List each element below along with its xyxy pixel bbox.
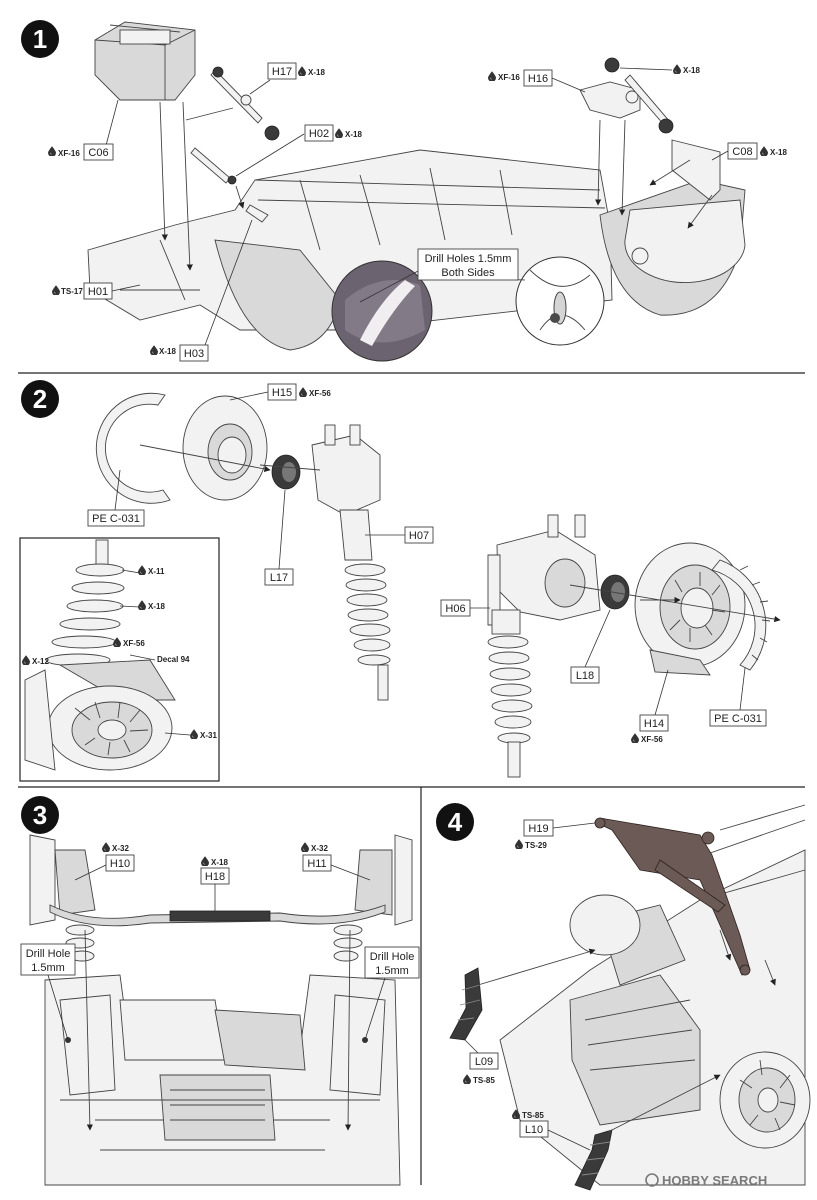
label-H11: X-32 H11 xyxy=(301,842,371,881)
watermark: HOBBY SEARCH xyxy=(645,1173,767,1188)
inset-detail xyxy=(19,537,220,782)
step-3: 3 xyxy=(20,796,420,1186)
svg-text:XF-56: XF-56 xyxy=(641,735,663,744)
svg-text:XF-56: XF-56 xyxy=(123,639,145,648)
label-L18: L18 xyxy=(570,609,611,684)
svg-text:H10: H10 xyxy=(110,858,130,870)
step-2-badge xyxy=(21,380,59,418)
label-H15: H15 XF-56 xyxy=(229,383,331,401)
svg-text:HOBBY SEARCH: HOBBY SEARCH xyxy=(662,1173,767,1188)
step-3-number: 3 xyxy=(33,800,47,830)
label-L10: TS-85 L10 xyxy=(512,1109,591,1151)
watermark-logo-icon xyxy=(645,1173,659,1187)
svg-text:H15: H15 xyxy=(272,387,292,399)
svg-text:X-31: X-31 xyxy=(200,731,217,740)
svg-text:Drill Hole: Drill Hole xyxy=(370,951,415,963)
svg-text:TS-85: TS-85 xyxy=(522,1111,544,1120)
svg-text:H06: H06 xyxy=(445,603,465,615)
svg-text:H16: H16 xyxy=(528,73,548,85)
label-C06: XF-16 C06 xyxy=(48,99,119,161)
step-2-number: 2 xyxy=(33,384,47,414)
svg-text:H14: H14 xyxy=(644,718,664,730)
svg-text:L10: L10 xyxy=(525,1124,543,1136)
chassis-drawing xyxy=(87,21,746,362)
svg-text:1.5mm: 1.5mm xyxy=(31,962,65,974)
svg-text:PE C-031: PE C-031 xyxy=(714,713,762,725)
svg-text:TS-85: TS-85 xyxy=(473,1076,495,1085)
front-suspension-drawing xyxy=(29,834,413,1186)
label-PE-C031-left: PE C-031 xyxy=(87,469,145,527)
svg-text:H11: H11 xyxy=(307,858,326,870)
label-H01: TS-17 H01 xyxy=(52,282,141,300)
svg-text:L09: L09 xyxy=(475,1056,493,1068)
label-H03: X-18 H03 xyxy=(150,219,253,362)
label-H10: X-32 H10 xyxy=(74,842,135,881)
label-drill-hole-left: Drill Hole 1.5mm xyxy=(20,943,76,1043)
svg-text:X-18: X-18 xyxy=(770,148,787,157)
step-4-number: 4 xyxy=(448,807,463,837)
label-H17: H17 X-18 xyxy=(249,62,325,95)
svg-text:Drill Holes 1.5mm: Drill Holes 1.5mm xyxy=(425,253,512,265)
svg-text:PE C-031: PE C-031 xyxy=(92,513,140,525)
label-L09: L09 TS-85 xyxy=(463,1039,499,1085)
brake-assembly-right xyxy=(487,514,781,778)
rear-suspension-drawing xyxy=(449,804,811,1191)
svg-text:H07: H07 xyxy=(409,530,429,542)
label-PE-C031-right: PE C-031 xyxy=(709,667,767,727)
svg-text:1.5mm: 1.5mm xyxy=(375,965,409,977)
svg-text:H19: H19 xyxy=(528,823,548,835)
svg-text:TS-17: TS-17 xyxy=(61,287,83,296)
svg-text:L17: L17 xyxy=(270,572,288,584)
svg-text:X-18: X-18 xyxy=(683,66,700,75)
label-H07: H07 xyxy=(365,526,434,544)
svg-text:X-12: X-12 xyxy=(32,657,49,666)
svg-text:Decal 94: Decal 94 xyxy=(157,655,190,664)
label-H19: H19 TS-29 xyxy=(515,819,596,850)
svg-text:X-18: X-18 xyxy=(159,347,176,356)
svg-text:X-18: X-18 xyxy=(211,858,228,867)
label-H06: H06 xyxy=(440,599,490,617)
svg-text:XF-16: XF-16 xyxy=(498,73,520,82)
label-H18: X-18 H18 xyxy=(200,856,230,912)
label-drill-hole-right: Drill Hole 1.5mm xyxy=(362,946,420,1043)
step-2: 2 xyxy=(19,380,781,782)
step-4: 4 xyxy=(436,803,811,1191)
svg-text:X-11: X-11 xyxy=(148,567,165,576)
svg-text:TS-29: TS-29 xyxy=(525,841,547,850)
svg-text:X-32: X-32 xyxy=(311,844,328,853)
label-drill-holes: Drill Holes 1.5mm Both Sides xyxy=(359,248,519,303)
step-1-badge xyxy=(21,20,59,58)
inset-labels: X-11 X-18 XF-56 Decal 94 X-12 X-31 xyxy=(22,565,217,740)
label-H16: XF-16 H16 X-18 xyxy=(488,64,700,93)
step-3-badge xyxy=(21,796,59,834)
svg-text:Drill Hole: Drill Hole xyxy=(26,948,71,960)
svg-text:C08: C08 xyxy=(732,146,752,158)
svg-text:L18: L18 xyxy=(576,670,594,682)
step-4-badge xyxy=(436,803,474,841)
svg-text:H03: H03 xyxy=(184,348,204,360)
svg-text:Both Sides: Both Sides xyxy=(441,267,495,279)
svg-text:XF-56: XF-56 xyxy=(309,389,331,398)
label-H14: H14 XF-56 xyxy=(631,669,669,744)
step-1-number: 1 xyxy=(33,24,47,54)
svg-text:XF-16: XF-16 xyxy=(58,149,80,158)
svg-text:X-18: X-18 xyxy=(308,68,325,77)
label-H02: H02 X-18 xyxy=(235,124,362,177)
label-L17: L17 xyxy=(264,489,294,586)
svg-text:X-32: X-32 xyxy=(112,844,129,853)
svg-text:C06: C06 xyxy=(88,147,108,159)
svg-text:H02: H02 xyxy=(309,128,329,140)
svg-text:H01: H01 xyxy=(88,286,108,298)
brake-assembly-left xyxy=(95,392,391,701)
svg-text:H17: H17 xyxy=(272,66,292,78)
svg-text:X-18: X-18 xyxy=(345,130,362,139)
svg-text:X-18: X-18 xyxy=(148,602,165,611)
label-C08: C08 X-18 xyxy=(711,142,787,161)
svg-text:H18: H18 xyxy=(205,871,225,883)
step-1: 1 xyxy=(21,20,787,362)
